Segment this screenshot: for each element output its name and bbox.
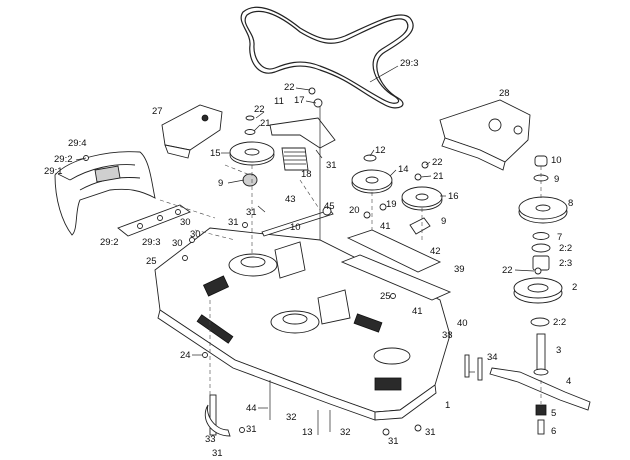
callout-30a: 30 [180, 217, 191, 228]
callout-43: 43 [285, 194, 296, 205]
callout-26a: 25 [146, 256, 157, 267]
callout-6: 6 [551, 426, 556, 437]
callout-24c: 22 [432, 157, 443, 168]
callout-12: 10 [290, 222, 301, 233]
spindle-assembly [513, 155, 563, 376]
callout-29: 29:1 [44, 166, 63, 177]
callout-24a: 22 [284, 82, 295, 93]
callout-2-3: 2:3 [559, 258, 572, 269]
spindle-pulley-8 [518, 196, 568, 224]
callout-19: 17 [294, 95, 305, 106]
mower-blade [489, 367, 591, 411]
callout-2-2b: 2:2 [553, 317, 566, 328]
callout-35: 34 [487, 352, 498, 363]
callout-21: 19 [386, 199, 397, 210]
callout-29-2: 29:2 [100, 237, 119, 248]
callout-11b: 9 [441, 216, 446, 227]
assembly-lines [159, 164, 542, 404]
deflector-bracket [117, 204, 191, 237]
callout-31d: 31 [246, 424, 257, 435]
tension-spring [281, 147, 309, 171]
callout-25: 24 [180, 350, 191, 361]
callout-30c: 30 [172, 238, 183, 249]
callout-29-4: 29:4 [68, 138, 87, 149]
callout-24b: 22 [254, 104, 265, 115]
callout-41a: 41 [380, 221, 391, 232]
callout-31g: 31 [212, 448, 223, 459]
callout-29-3: 29:3 [142, 237, 161, 248]
callout-27: 27 [152, 106, 163, 117]
callout-20: 18 [301, 169, 312, 180]
callout-24d: 22 [502, 265, 513, 276]
callout-30b: 30 [190, 229, 201, 240]
callout-34: 29:3 [400, 58, 419, 69]
callout-29-1: 29:2 [54, 154, 73, 165]
callout-8: 8 [568, 198, 573, 209]
callout-32b: 32 [340, 427, 351, 438]
blade-bolt-5 [535, 404, 547, 435]
callout-2: 2 [572, 282, 577, 293]
callout-labels: 29:3 22 17 11 28 27 22 21 29:4 29:2 29:1… [44, 58, 577, 459]
callout-41b: 41 [412, 306, 423, 317]
deck-plates [340, 229, 452, 301]
callout-39: 39 [454, 264, 465, 275]
callout-18: 16 [448, 191, 459, 202]
callout-22: 20 [349, 205, 360, 216]
callout-16: 14 [398, 164, 409, 175]
left-deck-cover [161, 104, 223, 159]
callout-31b: 31 [246, 207, 257, 218]
callout-42: 42 [430, 246, 441, 257]
callout-14: 12 [375, 145, 386, 156]
callout-15: 13 [302, 427, 313, 438]
callout-38: 38 [442, 330, 453, 341]
callout-10: 10 [551, 155, 562, 166]
callout-40: 40 [457, 318, 468, 329]
drive-belt [240, 6, 414, 109]
callout-23b: 21 [433, 171, 444, 182]
callout-32a: 32 [286, 412, 297, 423]
callout-31f: 31 [388, 436, 399, 447]
callout-28: 28 [499, 88, 510, 99]
callout-31e: 31 [425, 427, 436, 438]
callout-44: 44 [246, 403, 257, 414]
idler-pulley-16 [351, 169, 393, 194]
callout-17: 15 [210, 148, 221, 159]
callout-23a: 21 [260, 118, 271, 129]
callout-33: 33 [205, 434, 216, 445]
callout-31c: 31 [228, 217, 239, 228]
callout-1: 1 [445, 400, 450, 411]
callout-3: 3 [556, 345, 561, 356]
idler-pulley-17 [229, 141, 275, 166]
idler-pulley-18 [401, 186, 443, 211]
right-deck-cover [439, 99, 531, 171]
callout-5: 5 [551, 408, 556, 419]
callout-13: 11 [274, 96, 284, 107]
callout-2-2a: 2:2 [559, 243, 572, 254]
callout-26b: 25 [380, 291, 391, 302]
callout-9: 9 [554, 174, 559, 185]
callout-4: 4 [566, 376, 571, 387]
callout-11a: 9 [218, 178, 223, 189]
callout-7: 7 [557, 232, 562, 243]
callout-45: 45 [324, 201, 335, 212]
callout-31a: 31 [326, 160, 337, 171]
idler-arm [269, 117, 336, 149]
discharge-chute [54, 151, 156, 236]
